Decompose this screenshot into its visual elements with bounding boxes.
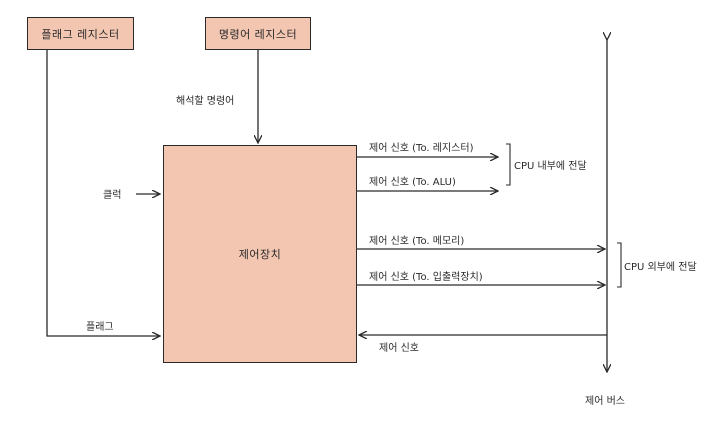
flag-register-box: 플래그 레지스터: [27, 17, 134, 50]
control-bus-label: 제어 버스: [585, 396, 625, 407]
control-unit-label: 제어장치: [238, 248, 282, 261]
flag-register-label: 플래그 레지스터: [41, 27, 120, 41]
decode-instruction-label: 해석할 명령어: [176, 96, 235, 107]
sig-in-label: 제어 신호: [379, 343, 419, 354]
sig-io-label: 제어 신호 (To. 입출력장치): [369, 272, 483, 283]
external-brace: [617, 242, 622, 288]
flag-arrow: [46, 50, 160, 336]
cpu-internal-label: CPU 내부에 전달: [514, 161, 587, 172]
sig-register-label: 제어 신호 (To. 레지스터): [369, 143, 474, 154]
instruction-register-label: 명령어 레지스터: [218, 27, 298, 41]
flag-label: 플래그: [86, 322, 114, 333]
internal-brace: [506, 143, 511, 186]
sig-alu-label: 제어 신호 (To. ALU): [369, 177, 456, 188]
instruction-register-box: 명령어 레지스터: [205, 17, 311, 50]
clock-label: 클럭: [103, 190, 122, 201]
cpu-external-label: CPU 외부에 전달: [624, 262, 697, 273]
sig-memory-label: 제어 신호 (To. 메모리): [369, 236, 465, 247]
control-unit-box: 제어장치: [163, 145, 357, 363]
